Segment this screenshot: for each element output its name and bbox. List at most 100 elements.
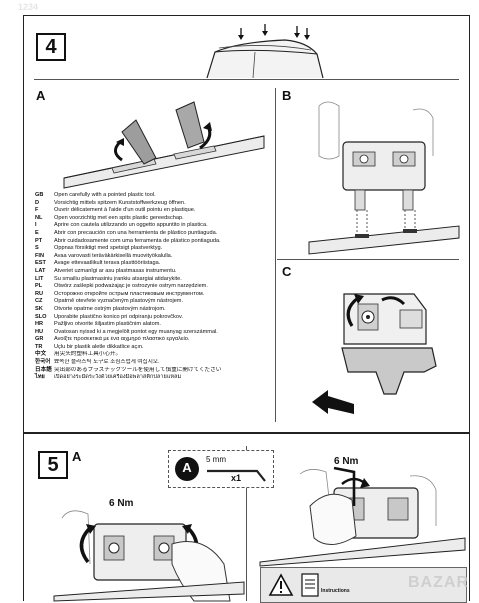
language-row: TR Uçlu bir plastik aletle dikkatlice açı…	[35, 344, 295, 352]
language-row: PL Otwórz zaślepki podważając je ostrozyn…	[35, 283, 295, 291]
language-text: Atveriet uzmanīgi ar asu plastmasas inst…	[54, 267, 177, 274]
language-code: HR	[35, 321, 44, 328]
language-text: Otwórz zaślepki podważając je ostrozynie…	[54, 283, 208, 290]
tool-quantity: x1	[231, 473, 242, 483]
torque-label-b: 6 Nm	[334, 456, 359, 467]
language-text: Avage ettevaatlikult terava plasttööriis…	[54, 260, 161, 267]
language-code: CZ	[35, 298, 43, 305]
language-code: SLO	[35, 313, 47, 320]
language-text: Ανοίξτε προσεκτικά με ένα αιχμηρό πλαστι…	[54, 336, 190, 343]
language-text: Su smailiu plastmasiniu įrankiu atsargia…	[54, 275, 182, 282]
language-row: FIN Avaa varovasti teräväkärkisellä muovi…	[35, 253, 295, 261]
hex-key-torque-illustration	[259, 466, 466, 567]
language-code: 한국어	[35, 359, 51, 366]
language-text: เปิดอย่างระมัดระวังด้วยเครื่องมือพลาสติก…	[54, 374, 182, 381]
step-5-label-a: A	[72, 449, 82, 464]
language-code: SK	[35, 305, 43, 312]
language-row: 日本語突出部のあるプラスチックツールを使用して慎重に開けてください	[35, 367, 295, 375]
hex-key-icon	[207, 469, 266, 482]
language-text: Vorsichtig mittels spitzem Kunststoffwer…	[54, 199, 186, 206]
language-code: GB	[35, 192, 44, 198]
language-text: Abrir con precaución con una herramienta…	[54, 229, 218, 236]
tool-letter-badge	[175, 457, 199, 481]
language-row: S Öppnas försiktigt med spetsigt plastver…	[35, 245, 295, 253]
warning-text: Instructions	[321, 588, 350, 594]
language-code: NL	[35, 214, 43, 221]
language-row: NL Open voorzichtig met een spits plastic…	[35, 215, 295, 223]
tighten-bracket-illustration	[53, 510, 245, 602]
language-row: LIT Su smailiu plastmasiniu įrankiu atsar…	[35, 276, 295, 284]
language-row: HU Óvatosan nyissd ki a megjelölt pontot …	[35, 329, 295, 337]
language-row: ไทย เปิดอย่างระมัดระวังด้วยเครื่องมือพลาส…	[35, 374, 295, 382]
language-code: GR	[35, 336, 44, 343]
language-code: 中文	[35, 351, 47, 358]
brand-watermark: BAZAR	[408, 574, 469, 591]
language-text: Pažljivo otvorite šiljastim plastičnim a…	[54, 321, 161, 328]
warning-triangle-icon	[268, 573, 294, 596]
language-text: Uçlu bir plastik aletle dikkatlice açın.	[54, 343, 144, 350]
step-5-vertical-divider	[246, 446, 247, 601]
step-4-label-a: A	[36, 88, 46, 103]
language-row: HR Pažljivo otvorite šiljastim plastičnim…	[35, 321, 295, 329]
language-code: F	[35, 207, 39, 214]
tool-letter: A	[182, 460, 192, 475]
language-row: CZ Opatrně otevřete vyznačeným plastovým …	[35, 298, 295, 306]
language-text: Abrir cuidadosamente com uma ferramenta …	[54, 237, 221, 244]
language-code: ไทย	[35, 374, 45, 381]
language-row: D Vorsichtig mittels spitzem Kunststoffwe…	[35, 200, 295, 208]
instruction-booklet-icon	[301, 573, 319, 597]
tool-callout: A 5 mm x1	[168, 450, 274, 488]
language-row: RU Осторожно откройте острым пластиковым …	[35, 291, 295, 299]
language-code: LIT	[35, 275, 44, 282]
language-code: 日本語	[35, 366, 52, 373]
language-text: Óvatosan nyissd ki a megjelölt pontot eg…	[54, 328, 218, 335]
language-code: PL	[35, 283, 43, 290]
language-text: Осторожно откройте острым пластиковым ин…	[54, 290, 205, 297]
language-code: RU	[35, 290, 44, 297]
corner-watermark: 1234	[18, 2, 39, 12]
language-text: Öppnas försiktigt med spetsigt plastverk…	[54, 245, 163, 252]
bracket-detail-illustration	[308, 101, 460, 255]
language-text: Uporabite plastično konico pri odpiranju…	[54, 313, 183, 320]
language-code: EST	[35, 260, 46, 267]
language-text: Open carefully with a pointed plastic to…	[54, 192, 156, 198]
language-code: FIN	[35, 252, 45, 259]
language-text: Avaa varovasti teräväkärkisellä muovityö…	[54, 252, 173, 259]
language-code: TR	[35, 343, 43, 350]
language-row: SLO Uporabite plastično konico pri odpira…	[35, 314, 295, 322]
language-code: LAT	[35, 267, 46, 274]
language-row: E Abrir con precaución con una herramient…	[35, 230, 295, 238]
step-4-label-b: B	[282, 88, 292, 103]
step-4-panel: 4 A B C	[23, 15, 470, 433]
language-code: S	[35, 245, 39, 252]
language-text: Ouvrir délicatement à l'aide d'un outil …	[54, 207, 196, 214]
language-code: E	[35, 229, 39, 236]
warning-box: Instructions	[260, 567, 467, 603]
language-row: SK Otvorte opatrne ostrým plastovým nástr…	[35, 306, 295, 314]
tool-size: 5 mm	[206, 455, 226, 464]
language-code: I	[35, 222, 37, 229]
step-4-vertical-divider	[275, 88, 276, 422]
step-4-number: 4	[36, 33, 66, 61]
language-text: Opatrně otevřete vyznačeným plastovým ná…	[54, 298, 184, 305]
step-5-panel: 5 A B A 5 mm x1 6 Nm 6 Nm	[23, 433, 470, 603]
language-text: Otvorte opatrne ostrým plastovým nástroj…	[54, 305, 166, 312]
language-row: I Aprire con cautela utilizzando un ogget…	[35, 222, 295, 230]
step-5-number: 5	[38, 451, 68, 479]
language-text: 뾰족한 플라스틱 도구로 조심스럽게 여십시오.	[54, 359, 160, 366]
language-code: HU	[35, 328, 44, 335]
language-row: GR Ανοίξτε προσεκτικά με ένα αιχμηρό πλασ…	[35, 336, 295, 344]
language-text: 用尖头的塑料工具小心开。	[54, 351, 122, 358]
language-row: 中文用尖头的塑料工具小心开。	[35, 351, 295, 359]
language-code: D	[35, 199, 40, 206]
language-row: PT Abrir cuidadosamente com uma ferrament…	[35, 238, 295, 246]
language-text: Open voorzichtig met een spits plastic g…	[54, 214, 184, 221]
language-text: Aprire con cautela utilizzando un oggett…	[54, 222, 208, 229]
step-4-label-c: C	[282, 264, 292, 279]
step-4-divider	[34, 79, 459, 80]
step-4-bc-divider	[277, 259, 459, 260]
language-code: PT	[35, 237, 43, 244]
bracket-adjust-illustration	[312, 293, 437, 414]
language-text: 突出部のあるプラスチックツールを使用して慎重に開けてください	[54, 366, 222, 373]
